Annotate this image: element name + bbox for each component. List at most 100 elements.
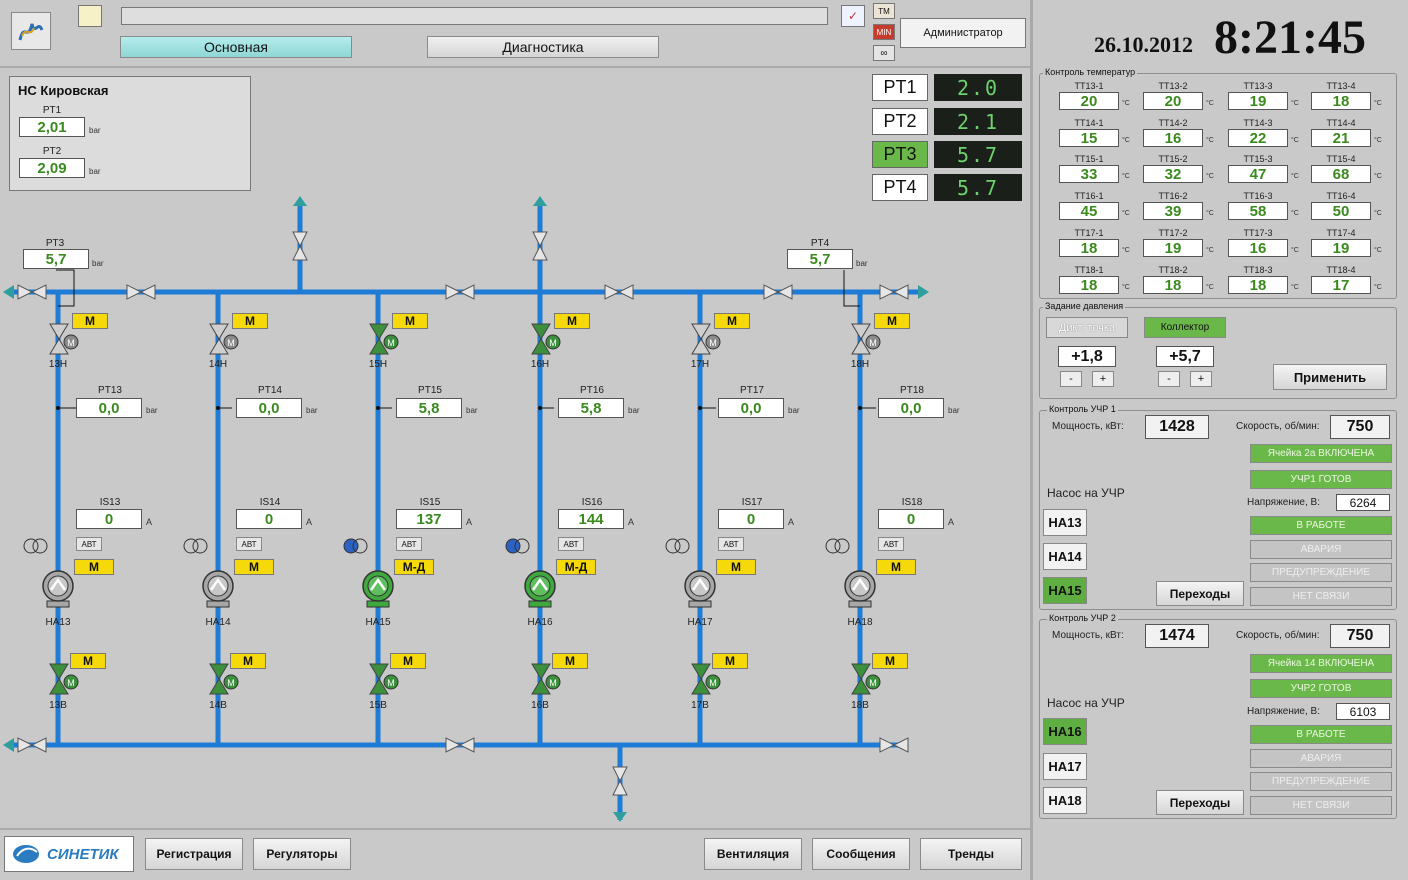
pump-icon[interactable] (41, 568, 75, 608)
pump-mode-tag[interactable]: М (876, 559, 916, 575)
uchr1-power-value: 1428 (1145, 415, 1209, 439)
temp-sensor-unit: °C (1374, 210, 1382, 217)
uchr1-pump-na15[interactable]: НА15 (1043, 577, 1087, 604)
pump-icon[interactable] (683, 568, 717, 608)
apply-button[interactable]: Применить (1273, 364, 1387, 390)
pump-mode-tag[interactable]: М (234, 559, 274, 575)
ventilation-button[interactable]: Вентиляция (704, 838, 802, 870)
collector-setpoint-value[interactable]: +5,7 (1156, 346, 1214, 367)
current-sensor-unit: A (628, 517, 635, 527)
bottom-valve-16В[interactable]: M (528, 662, 562, 696)
bottom-valve-mode-tag[interactable]: М (70, 653, 106, 669)
bottom-valve-mode-tag[interactable]: М (712, 653, 748, 669)
uchr2-pump-na16[interactable]: НА16 (1043, 718, 1087, 745)
notes-icon[interactable] (78, 5, 102, 27)
uchr1-pump-na14[interactable]: НА14 (1043, 543, 1087, 570)
dikt-setpoint-value[interactable]: +1,8 (1058, 346, 1116, 367)
dikt-point-button[interactable]: Дикт. точка (1046, 317, 1128, 338)
bottom-valve-15В[interactable]: M (366, 662, 400, 696)
top-valve-mode-tag[interactable]: М (72, 313, 108, 329)
pt4-indicator[interactable]: PT4 (872, 174, 928, 201)
auto-mode-button[interactable]: АВТ (396, 537, 422, 551)
pump-mode-tag[interactable]: М-Д (394, 559, 434, 575)
auto-mode-button[interactable]: АВТ (558, 537, 584, 551)
pump-mode-tag[interactable]: М (74, 559, 114, 575)
top-valve-17Н[interactable]: M (688, 322, 722, 356)
uchr1-alarm-status: АВАРИЯ (1250, 540, 1392, 559)
top-valve-18Н[interactable]: M (848, 322, 882, 356)
temp-sensor-label: TT17-3 (1243, 228, 1273, 238)
pt3-indicator[interactable]: PT3 (872, 141, 928, 168)
pt1-indicator[interactable]: PT1 (872, 74, 928, 101)
bottom-valve-mode-tag[interactable]: М (872, 653, 908, 669)
station-pt1-label: PT1 (42, 105, 62, 116)
top-valve-mode-tag[interactable]: М (874, 313, 910, 329)
temp-sensor-label: TT17-1 (1074, 228, 1104, 238)
pump-icon[interactable] (523, 568, 557, 608)
temp-sensor-unit: °C (1291, 100, 1299, 107)
pt2-indicator[interactable]: PT2 (872, 108, 928, 135)
collector-button[interactable]: Коллектор (1144, 317, 1226, 338)
min-button[interactable]: MIN (873, 24, 895, 40)
pump-icon[interactable] (201, 568, 235, 608)
top-valve-mode-tag[interactable]: М (554, 313, 590, 329)
auto-mode-button[interactable]: АВТ (878, 537, 904, 551)
regulators-button[interactable]: Регуляторы (253, 838, 351, 870)
temp-sensor-value: 17 (1311, 276, 1371, 294)
top-valve-mode-tag[interactable]: М (232, 313, 268, 329)
temp-sensor-unit: °C (1206, 210, 1214, 217)
bottom-valve-17В[interactable]: M (688, 662, 722, 696)
uchr1-transitions-button[interactable]: Переходы (1156, 581, 1244, 606)
collector-minus-button[interactable]: - (1158, 371, 1180, 387)
top-valve-mode-tag[interactable]: М (392, 313, 428, 329)
dikt-plus-button[interactable]: + (1092, 371, 1114, 387)
registration-button[interactable]: Регистрация (145, 838, 243, 870)
top-valve-16Н[interactable]: M (528, 322, 562, 356)
checklist-icon[interactable]: ✓ (841, 5, 865, 27)
temp-sensor-label: TT13-1 (1074, 81, 1104, 91)
pump-mode-tag[interactable]: М-Д (556, 559, 596, 575)
bottom-valve-13В[interactable]: M (46, 662, 80, 696)
current-sensor-unit: A (306, 517, 313, 527)
app-logo-icon[interactable] (11, 12, 51, 50)
svg-text:M: M (869, 678, 877, 688)
user-box[interactable]: Администратор (900, 18, 1026, 48)
bottom-valve-mode-tag[interactable]: М (230, 653, 266, 669)
binoculars-icon[interactable]: ∞ (873, 45, 895, 61)
current-sensor-value: 144 (558, 509, 624, 529)
trends-button[interactable]: Тренды (920, 838, 1022, 870)
tm-button[interactable]: TM (873, 3, 895, 19)
auto-mode-button[interactable]: АВТ (236, 537, 262, 551)
bottom-valve-14В[interactable]: M (206, 662, 240, 696)
temp-sensor-unit: °C (1206, 284, 1214, 291)
bottom-valve-mode-tag[interactable]: М (552, 653, 588, 669)
pressure-sensor-unit: bar (146, 406, 158, 415)
uchr2-volt-value: 6103 (1336, 703, 1390, 720)
auto-mode-button[interactable]: АВТ (76, 537, 102, 551)
pressure-sensor-unit: bar (948, 406, 960, 415)
uchr2-cell-status: Ячейка 14 ВКЛЮЧЕНА (1250, 654, 1392, 673)
dikt-minus-button[interactable]: - (1060, 371, 1082, 387)
uchr1-pump-na13[interactable]: НА13 (1043, 509, 1087, 536)
top-valve-15Н[interactable]: M (366, 322, 400, 356)
pressure-sensor-label: PT15 (418, 385, 442, 396)
bottom-valve-18В[interactable]: M (848, 662, 882, 696)
top-valve-mode-tag[interactable]: М (714, 313, 750, 329)
pump-icon[interactable] (843, 568, 877, 608)
top-valve-13Н[interactable]: M (46, 322, 80, 356)
uchr2-transitions-button[interactable]: Переходы (1156, 790, 1244, 815)
pump-mode-tag[interactable]: М (716, 559, 756, 575)
tab-main[interactable]: Основная (120, 36, 352, 58)
collector-plus-button[interactable]: + (1190, 371, 1212, 387)
bottom-valve-mode-tag[interactable]: М (390, 653, 426, 669)
pump-icon[interactable] (361, 568, 395, 608)
messages-button[interactable]: Сообщения (812, 838, 910, 870)
top-valve-14Н[interactable]: M (206, 322, 240, 356)
tab-diagnostics[interactable]: Диагностика (427, 36, 659, 58)
pt3-scheme-label: PT3 (45, 238, 65, 249)
auto-mode-button[interactable]: АВТ (718, 537, 744, 551)
uchr2-pump-na18[interactable]: НА18 (1043, 787, 1087, 814)
uchr2-pump-na17[interactable]: НА17 (1043, 753, 1087, 780)
pt2-lcd: 2.1 (934, 108, 1022, 135)
temp-sensor-unit: °C (1206, 247, 1214, 254)
